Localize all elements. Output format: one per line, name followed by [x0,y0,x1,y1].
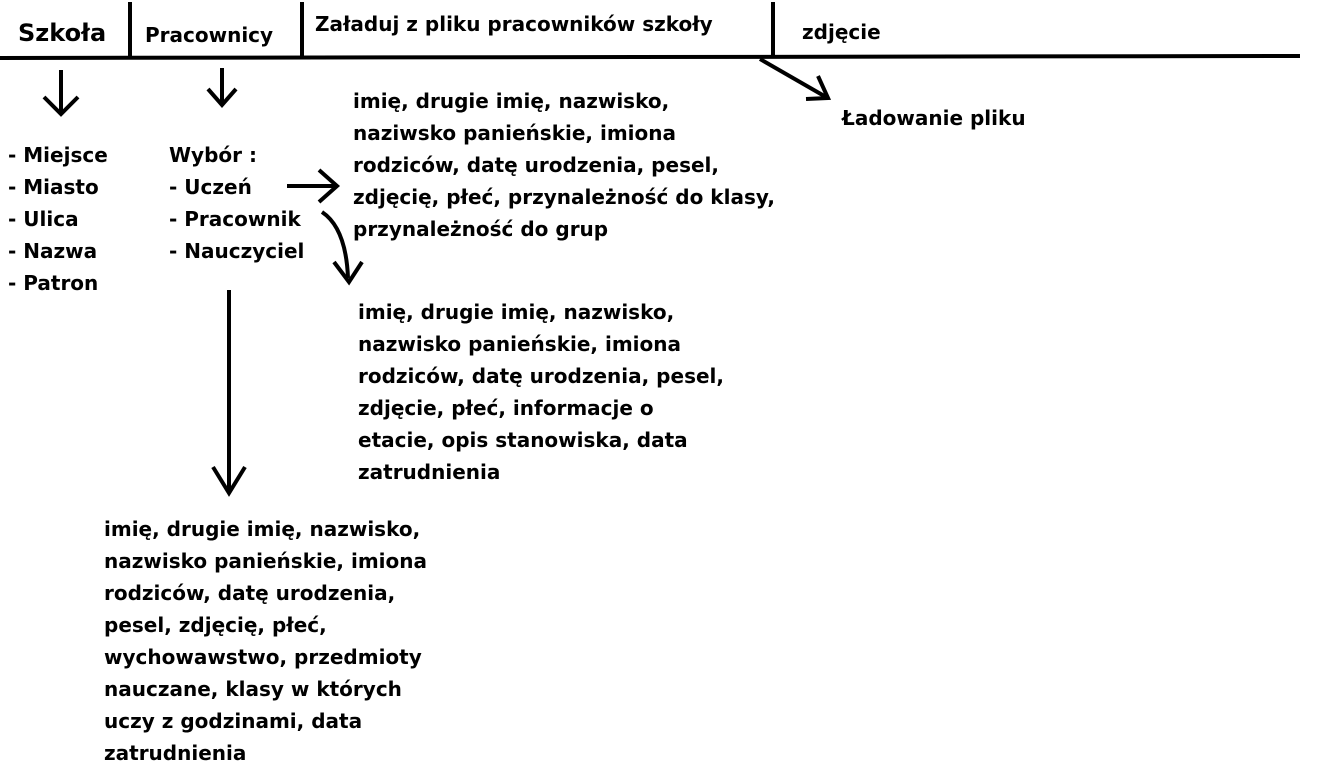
list-item: - Miasto [8,175,99,199]
text-line: nazwisko panieńskie, imiona [104,549,427,573]
student-fields-block: imię, drugie imię, nazwisko, naziwsko pa… [353,85,775,245]
text-line: zdjęcię, płeć, przynależność do klasy, [353,185,775,209]
list-item: - Patron [8,271,99,295]
teacher-fields-block: imię, drugie imię, nazwisko, nazwisko pa… [104,513,427,769]
text-line: rodziców, datę urodzenia, pesel, [358,364,724,388]
text-line: wychowawstwo, przedmioty [104,645,422,669]
text-line: nauczane, klasy w których [104,677,402,701]
choice-option-employee[interactable]: - Pracownik [169,207,301,231]
menu-item-load-from-file[interactable]: Załaduj z pliku pracowników szkoły [315,12,713,36]
list-item: - Nazwa [8,239,98,263]
employee-fields-block: imię, drugie imię, nazwisko, nazwisko pa… [358,296,724,488]
menu-underline [0,54,1301,60]
text-line: rodziców, datę urodzenia, pesel, [353,153,719,177]
choice-option-teacher[interactable]: - Nauczyciel [169,239,305,263]
school-fields-list: - Miejsce - Miasto - Ulica - Nazwa - Pat… [8,139,108,299]
arrow-teacher-down [211,290,247,497]
text-line: zatrudnienia [104,741,247,765]
choice-list: Wybór : - Uczeń - Pracownik - Nauczyciel [169,139,304,267]
choice-title: Wybór : [169,143,257,167]
text-line: uczy z godzinami, data [104,709,363,733]
text-line: zatrudnienia [358,460,501,484]
choice-option-student[interactable]: - Uczeń [169,175,252,199]
menu-item-school[interactable]: Szkoła [18,19,107,47]
text-line: zdjęcie, płeć, informacje o [358,396,654,420]
arrow-school-down [42,70,80,117]
arrow-file-loading [759,57,832,101]
text-line: pesel, zdjęcię, płeć, [104,613,327,637]
text-line: nazwisko panieńskie, imiona [358,332,681,356]
file-loading-label: Ładowanie pliku [842,106,1026,130]
text-line: przynależność do grup [353,217,609,241]
text-line: etacie, opis stanowiska, data [358,428,688,452]
list-item: - Miejsce [8,143,108,167]
text-line: rodziców, datę urodzenia, [104,581,396,605]
menu-item-employees[interactable]: Pracownicy [145,23,274,47]
menu-item-photo[interactable]: zdjęcie [802,20,881,44]
arrow-student-right [287,168,341,204]
arrow-employees-down [206,68,238,109]
text-line: naziwsko panieńskie, imiona [353,121,676,145]
arrow-employee-curve [320,210,364,286]
list-item: - Ulica [8,207,79,231]
text-line: imię, drugie imię, nazwisko, [104,517,421,541]
text-line: imię, drugie imię, nazwisko, [358,300,675,324]
text-line: imię, drugie imię, nazwisko, [353,89,670,113]
